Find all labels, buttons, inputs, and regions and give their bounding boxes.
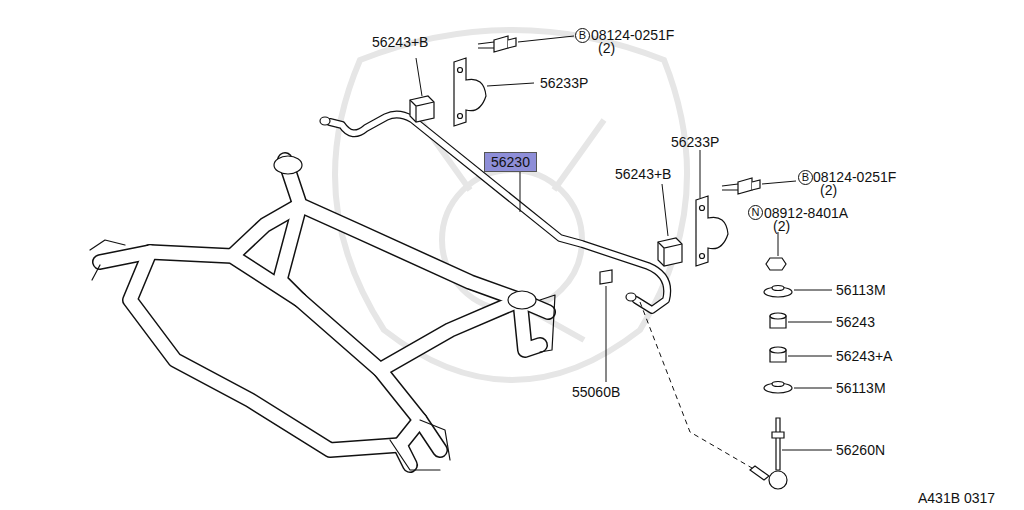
bushings <box>410 36 792 489</box>
part-number: (2) <box>820 182 837 198</box>
part-letter: B <box>802 171 809 183</box>
part-letter: N <box>752 206 760 218</box>
part-number: 56243+A <box>836 348 892 364</box>
part-letter: B <box>579 29 586 41</box>
subframe <box>90 156 555 470</box>
part-number: 55060B <box>572 384 620 400</box>
stabilizer-bar <box>320 114 667 310</box>
part-number: A431B 0317 <box>918 490 995 506</box>
part-number: 56233P <box>540 75 588 91</box>
part-number: 56233P <box>671 134 719 150</box>
part-number: (2) <box>598 40 615 56</box>
part-number: (2) <box>773 218 790 234</box>
reference-circle: N <box>748 205 763 220</box>
reference-circle: B <box>575 28 590 43</box>
part-number: 56260N <box>836 442 885 458</box>
watermark <box>335 30 687 380</box>
leader-lines <box>416 36 832 468</box>
part-number: 56243+B <box>372 34 428 50</box>
part-number: 56243+B <box>615 166 671 182</box>
part-letter: 56230 <box>491 154 530 170</box>
highlight-box: 56230 <box>484 152 537 172</box>
part-number: 56113M <box>836 380 886 396</box>
part-number: 56243 <box>836 314 875 330</box>
part-number: 56113M <box>836 282 886 298</box>
reference-circle: B <box>798 170 813 185</box>
